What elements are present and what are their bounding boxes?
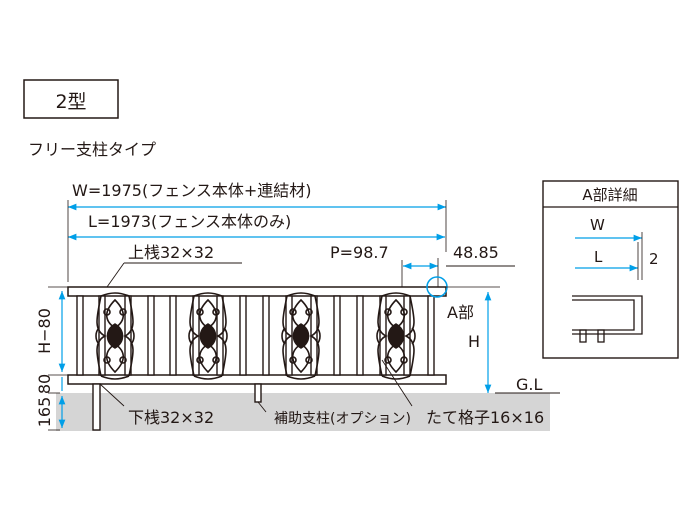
type-badge-box xyxy=(23,79,119,119)
ground-depth-label: 165 xyxy=(35,397,54,428)
detail-ref-label: A部 xyxy=(447,303,474,322)
w-total-label: W=1975(フェンス本体+連結材) xyxy=(72,181,312,200)
pitch-label: P=98.7 xyxy=(330,243,389,262)
ground-band xyxy=(56,393,550,431)
aux-post-label: 補助支柱(オプション) xyxy=(274,411,411,427)
bottom-height-label: 80 xyxy=(35,374,54,394)
l-total-label: L=1973(フェンス本体のみ) xyxy=(88,212,291,231)
aux-post xyxy=(254,383,262,403)
end-gap-label: 48.85 xyxy=(453,243,499,262)
upper-rail-label: 上桟32×32 xyxy=(128,243,214,262)
left-post xyxy=(92,383,101,431)
rail-height-label: H−80 xyxy=(35,308,54,354)
detail-l-label: L xyxy=(594,248,603,266)
detail-w-label: W xyxy=(590,216,605,234)
type-badge: 2型 xyxy=(55,91,86,113)
detail-profile xyxy=(572,295,643,343)
detail-gap-label: 2 xyxy=(649,250,659,268)
detail-box xyxy=(542,180,679,359)
ground-line-label: G.L xyxy=(516,375,542,394)
vertical-bars-label: たて格子16×16 xyxy=(426,408,544,427)
lower-rail-label: 下桟32×32 xyxy=(128,408,214,427)
lower-rail xyxy=(67,374,447,385)
height-label: H xyxy=(468,332,480,351)
subtitle: フリー支柱タイプ xyxy=(28,140,156,159)
detail-title: A部詳細 xyxy=(582,186,637,204)
